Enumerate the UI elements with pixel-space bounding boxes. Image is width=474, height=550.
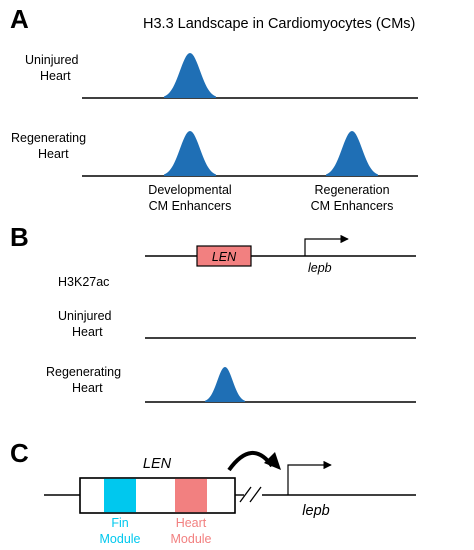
row-label-regenerating-a-2: Heart: [38, 147, 69, 161]
len-box-b: [196, 245, 252, 267]
tss-arrow-c-icon: [287, 460, 332, 495]
fin-module-block: [104, 478, 136, 513]
len-box-c-outline: [79, 477, 236, 514]
peak-regeneration-regenerating: [326, 131, 378, 176]
row-label-uninjured-b-2: Heart: [72, 325, 103, 339]
heart-module-block: [175, 478, 207, 513]
len-label-b: LEN: [212, 250, 237, 264]
row-label-uninjured-b: Uninjured: [58, 309, 112, 323]
panel-b: B LEN lepb H3K27ac Uninjured Heart Regen…: [10, 222, 416, 403]
panel-c: C LEN Fin Module Heart Module lepb: [10, 438, 416, 546]
fin-module-label: Fin: [111, 516, 128, 530]
gene-label-c: lepb: [302, 503, 329, 519]
len-box-c: [79, 477, 236, 514]
peak-len-regenerating: [205, 367, 245, 402]
category-regeneration-2: CM Enhancers: [311, 199, 394, 213]
row-label-regenerating-b: Regenerating: [46, 365, 121, 379]
fin-module-label-2: Module: [100, 532, 141, 546]
category-developmental-2: CM Enhancers: [149, 199, 232, 213]
panel-a-title: H3.3 Landscape in Cardiomyocytes (CMs): [143, 16, 415, 32]
len-label-c: LEN: [143, 456, 172, 472]
panel-a-letter: A: [10, 4, 29, 34]
row-label-regenerating-a: Regenerating: [11, 131, 86, 145]
panel-b-letter: B: [10, 222, 29, 252]
mark-label-h3k27ac: H3K27ac: [58, 275, 109, 289]
panel-c-letter: C: [10, 438, 29, 468]
category-regeneration: Regeneration: [314, 183, 389, 197]
heart-module-label-2: Module: [171, 532, 212, 546]
regulation-arrowhead-icon: [264, 452, 281, 470]
row-label-uninjured-a: Uninjured: [25, 53, 79, 67]
gene-label-b: lepb: [308, 261, 332, 275]
break-mark-icon: [239, 486, 252, 503]
break-mark-icon-2: [249, 486, 262, 503]
peak-developmental-regenerating: [164, 131, 216, 176]
heart-module-label: Heart: [176, 516, 207, 530]
category-developmental: Developmental: [148, 183, 231, 197]
row-label-regenerating-b-2: Heart: [72, 381, 103, 395]
peak-developmental-uninjured: [164, 53, 216, 98]
panel-a: A H3.3 Landscape in Cardiomyocytes (CMs)…: [10, 4, 418, 213]
tss-arrow-icon: [304, 234, 349, 256]
row-label-uninjured-a-2: Heart: [40, 69, 71, 83]
